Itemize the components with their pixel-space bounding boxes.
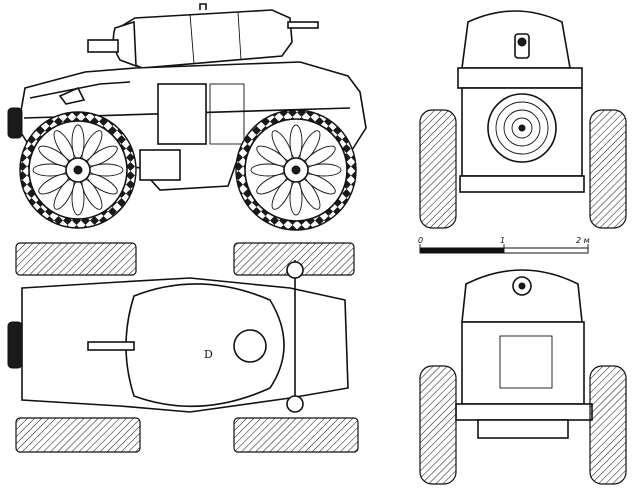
top-turret xyxy=(125,283,285,408)
rear-view xyxy=(419,269,627,485)
scale-tick-0: 0 xyxy=(418,236,423,245)
top-rear-wheels-lower xyxy=(233,417,359,453)
side-turret xyxy=(87,3,319,69)
side-main-gun xyxy=(87,39,119,53)
rear-hull xyxy=(461,321,585,405)
front-view xyxy=(419,10,627,229)
top-front-wheels-lower xyxy=(15,417,141,453)
side-front-radiator xyxy=(7,107,23,139)
scale-bar: 0 1 2 м xyxy=(418,236,590,254)
scale-tick-2: 2 м xyxy=(576,236,590,245)
front-right-wheel xyxy=(589,109,627,229)
side-front-wheel xyxy=(19,111,137,229)
top-hatch xyxy=(233,329,267,363)
rear-right-wheel xyxy=(589,365,627,485)
front-left-wheel xyxy=(419,109,457,229)
side-view xyxy=(7,3,367,231)
side-hull-door xyxy=(157,83,207,145)
scale-tick-1: 1 xyxy=(500,236,505,245)
side-rear-wheel xyxy=(235,109,357,231)
rear-left-wheel xyxy=(419,365,457,485)
side-coaxial-gun xyxy=(287,21,319,29)
top-view: D xyxy=(7,242,359,453)
top-turret-mark: D xyxy=(204,348,213,361)
top-main-gun xyxy=(87,341,135,351)
rear-turret xyxy=(461,269,583,323)
top-front-axle-wheels xyxy=(15,242,137,276)
